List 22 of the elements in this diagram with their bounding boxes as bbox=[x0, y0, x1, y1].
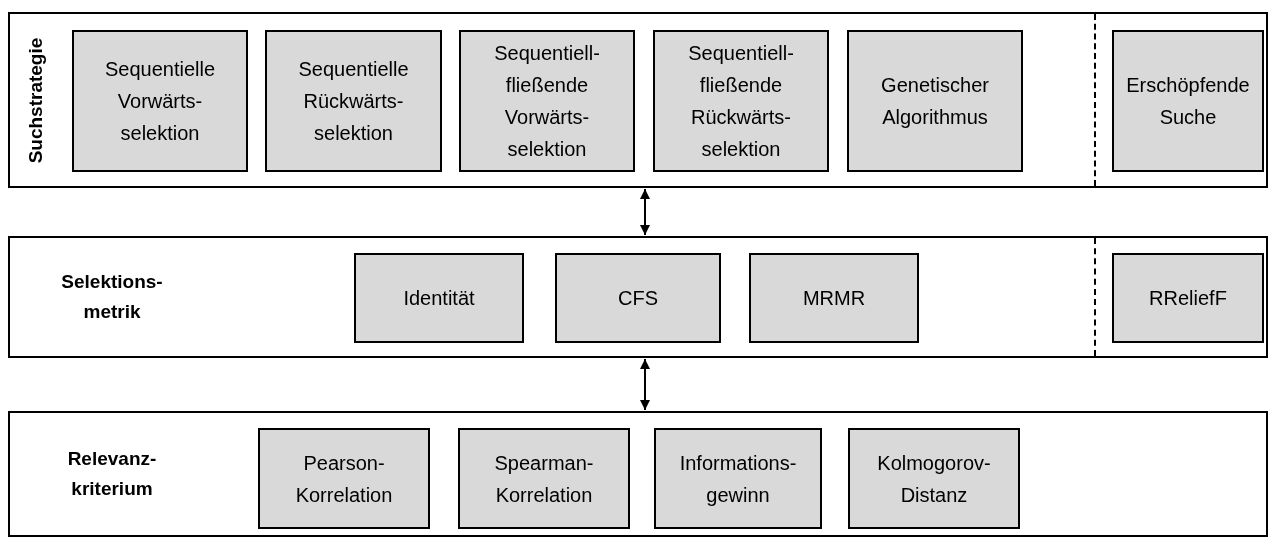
method-box: Genetischer Algorithmus bbox=[847, 30, 1023, 172]
double-arrow bbox=[640, 358, 650, 411]
layer-panel bbox=[8, 236, 1268, 358]
layer-heading: Suchstrategie bbox=[26, 37, 46, 163]
method-box: Sequentielle Vorwärts- selektion bbox=[72, 30, 248, 172]
method-box: Sequentiell- fließende Rückwärts- selektion bbox=[653, 30, 829, 172]
method-box: Sequentiell- fließende Vorwärts- selektion bbox=[459, 30, 635, 172]
layer-panel bbox=[8, 411, 1268, 537]
double-arrow bbox=[640, 188, 650, 236]
layer-heading: Selektions- metrik bbox=[60, 270, 164, 324]
method-box: Informations- gewinn bbox=[654, 428, 822, 529]
layer-panel bbox=[8, 12, 1268, 188]
method-box: CFS bbox=[555, 253, 721, 343]
method-box: MRMR bbox=[749, 253, 919, 343]
method-box: Identität bbox=[354, 253, 524, 343]
method-box: Spearman- Korrelation bbox=[458, 428, 630, 529]
method-box: Erschöpfende Suche bbox=[1112, 30, 1264, 172]
method-box: RReliefF bbox=[1112, 253, 1264, 343]
method-box: Kolmogorov- Distanz bbox=[848, 428, 1020, 529]
method-box: Sequentielle Rückwärts- selektion bbox=[265, 30, 442, 172]
layer-heading: Relevanz- kriterium bbox=[66, 447, 158, 501]
method-box: Pearson- Korrelation bbox=[258, 428, 430, 529]
